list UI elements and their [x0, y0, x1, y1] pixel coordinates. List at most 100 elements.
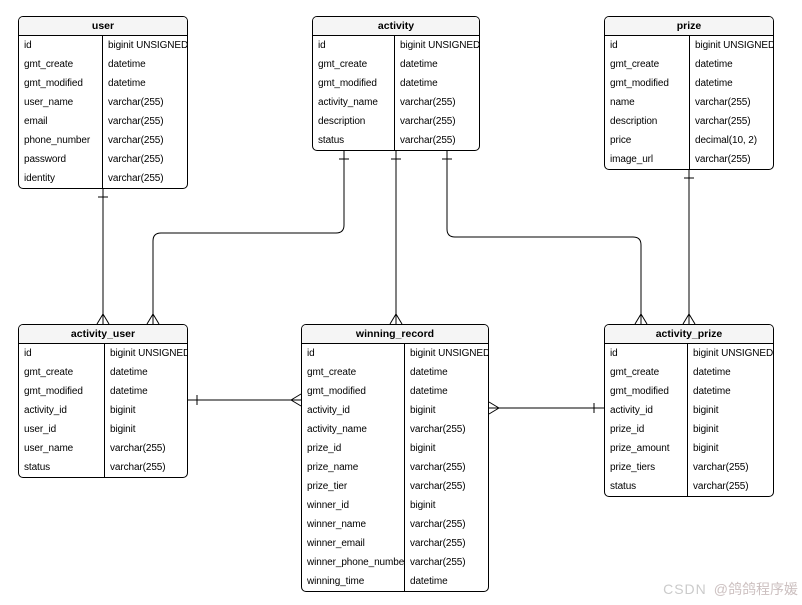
- field-name: prize_tier: [302, 477, 405, 496]
- field-name: identity: [19, 169, 103, 188]
- field-type: varchar(255): [695, 116, 751, 127]
- field-name: id: [19, 36, 103, 55]
- field-name: status: [605, 477, 688, 496]
- field-type: biginit: [693, 443, 719, 454]
- field-type: varchar(255): [108, 154, 164, 165]
- field-name: prize_name: [302, 458, 405, 477]
- field-name: id: [302, 344, 405, 363]
- field-type: datetime: [108, 78, 146, 89]
- field-type: biginit UNSIGNED: [695, 40, 773, 51]
- crow-foot-many-icon: [682, 313, 696, 325]
- field-name: winner_id: [302, 496, 405, 515]
- field-name: activity_id: [302, 401, 405, 420]
- field-type: biginit UNSIGNED: [410, 348, 488, 359]
- field-row: prize_tier varchar(255): [302, 477, 488, 496]
- field-type: biginit: [410, 405, 436, 416]
- field-name: gmt_modified: [605, 382, 688, 401]
- field-row: prize_tiers varchar(255): [605, 458, 773, 477]
- field-type: varchar(255): [695, 154, 751, 165]
- field-type: datetime: [400, 59, 438, 70]
- field-name: gmt_modified: [19, 74, 103, 93]
- field-name: user_id: [19, 420, 105, 439]
- field-type: datetime: [693, 386, 731, 397]
- field-name: gmt_create: [19, 55, 103, 74]
- field-type: varchar(255): [108, 135, 164, 146]
- field-type: varchar(255): [695, 97, 751, 108]
- field-name: id: [19, 344, 105, 363]
- field-row: id biginit UNSIGNED: [302, 344, 488, 363]
- relationship-activity-winning_record: [389, 150, 403, 325]
- field-name: image_url: [605, 150, 690, 169]
- field-type: datetime: [400, 78, 438, 89]
- field-name: gmt_create: [605, 55, 690, 74]
- field-name: gmt_create: [19, 363, 105, 382]
- field-name: phone_number: [19, 131, 103, 150]
- field-type: biginit: [410, 500, 436, 511]
- field-type: biginit UNSIGNED: [108, 40, 187, 51]
- crow-foot-many-icon: [96, 313, 110, 325]
- field-row: id biginit UNSIGNED: [19, 36, 187, 55]
- crow-foot-many-icon: [488, 401, 500, 415]
- csdn-watermark: CSDN @鸽鸽程序媛: [663, 579, 798, 599]
- field-row: gmt_modified datetime: [605, 382, 773, 401]
- field-row: gmt_modified datetime: [313, 74, 479, 93]
- field-row: id biginit UNSIGNED: [19, 344, 187, 363]
- watermark-prefix: CSDN: [663, 581, 707, 597]
- field-name: prize_id: [302, 439, 405, 458]
- field-type: varchar(255): [400, 135, 456, 146]
- field-type: biginit: [110, 424, 136, 435]
- field-type: decimal(10, 2): [695, 135, 757, 146]
- field-name: gmt_modified: [313, 74, 395, 93]
- field-type: varchar(255): [693, 481, 749, 492]
- field-type: varchar(255): [693, 462, 749, 473]
- field-type: datetime: [695, 59, 733, 70]
- field-name: email: [19, 112, 103, 131]
- table-header-prize: prize: [605, 17, 773, 36]
- field-name: description: [605, 112, 690, 131]
- field-type: biginit: [693, 405, 719, 416]
- field-type: biginit: [110, 405, 136, 416]
- field-type: varchar(255): [108, 173, 164, 184]
- relationship-user-activity_user: [96, 188, 110, 325]
- field-name: gmt_modified: [19, 382, 105, 401]
- field-row: activity_id biginit: [19, 401, 187, 420]
- relationship-activity_prize-winning_record: [488, 401, 604, 415]
- table-header-user: user: [19, 17, 187, 36]
- field-type: varchar(255): [110, 462, 166, 473]
- field-name: activity_id: [19, 401, 105, 420]
- field-type: varchar(255): [410, 481, 466, 492]
- field-type: datetime: [110, 367, 148, 378]
- crow-foot-many-icon: [389, 313, 403, 325]
- field-name: activity_id: [605, 401, 688, 420]
- field-name: gmt_create: [302, 363, 405, 382]
- field-row: gmt_modified datetime: [19, 74, 187, 93]
- field-row: winner_id biginit: [302, 496, 488, 515]
- connector-line: [446, 150, 642, 324]
- field-row: gmt_create datetime: [19, 363, 187, 382]
- field-row: activity_id biginit: [302, 401, 488, 420]
- field-name: prize_tiers: [605, 458, 688, 477]
- field-type: datetime: [108, 59, 146, 70]
- field-type: datetime: [110, 386, 148, 397]
- watermark-handle: @鸽鸽程序媛: [713, 581, 798, 597]
- field-type: biginit UNSIGNED: [110, 348, 187, 359]
- field-type: datetime: [410, 367, 448, 378]
- connector-line: [152, 150, 345, 324]
